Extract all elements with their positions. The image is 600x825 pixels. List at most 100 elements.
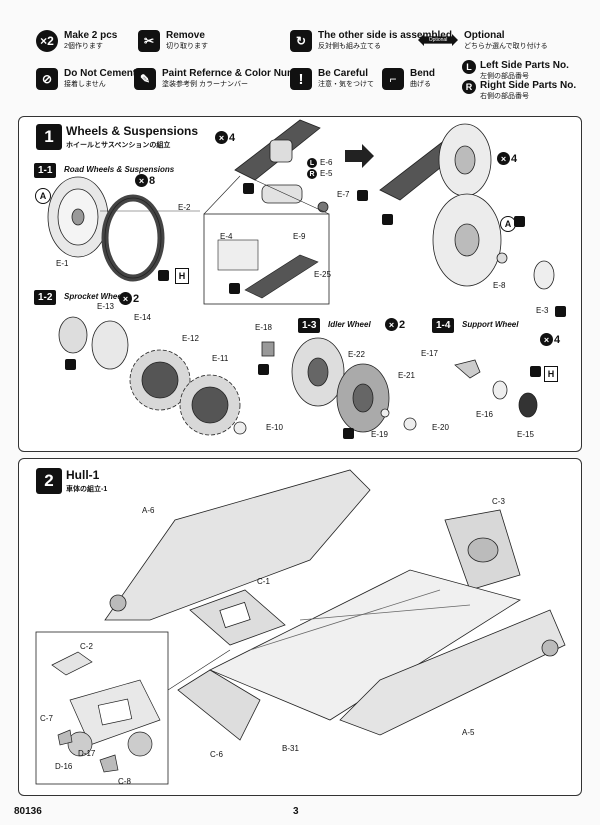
part-label: E-6 [320,158,333,167]
paint-brush-icon: ✎ [134,68,156,90]
no-cement-icon: ⊘ [36,68,58,90]
substep-1-2-number: 1-2 [34,290,57,305]
rotate-icon: ↻ [290,30,312,52]
color-a-badge-2: A [500,216,516,232]
color-h-badge-2: H [544,366,558,382]
multiplier-x8: ×8 [135,174,155,187]
suspension-drawing [234,119,329,213]
remove-icon: ✂ [138,30,160,52]
support-wheel-drawing [454,359,538,418]
part-label: B-31 [282,744,299,753]
part-label: E-16 [476,410,493,419]
substep-1-1-title: Road Wheels & Suspensions [64,165,175,174]
left-side-badge: L [307,158,317,168]
substep-1-3-title: Idler Wheel [328,320,371,329]
part-label: E-11 [212,354,229,363]
multiplier-x4-assembled: ×4 [497,152,517,165]
substep-1-3-number: 1-3 [298,318,321,333]
rotate-icon [555,306,566,317]
part-label: E-13 [97,302,114,311]
rotate-icon [514,216,525,227]
right-side-icon: R [462,80,476,94]
substep-1-4-title: Support Wheel [462,320,519,329]
no-cement-icon [65,359,76,370]
part-label: E-9 [293,232,306,241]
bend-icon: ⌐ [382,68,404,90]
part-label: E-19 [371,430,388,439]
part-label: E-25 [314,270,331,279]
step-2-title: Hull-1 [66,468,100,482]
part-label: C-1 [257,577,270,586]
assembled-suspension-drawing [379,123,555,290]
optional-arrow-icon: Optional [418,34,458,46]
part-label: A-5 [462,728,475,737]
part-label: E-2 [178,203,191,212]
make-two-icon: ×2 [36,30,58,52]
multiplier-x2-sprocket: ×2 [119,292,139,305]
exclamation-icon: ! [290,68,312,90]
road-wheel-drawing [47,176,109,258]
part-label: E-5 [320,169,333,178]
color-h-badge-1: H [175,268,189,284]
part-label: E-8 [493,281,506,290]
left-side-icon: L [462,60,476,74]
no-cement-icon [229,283,240,294]
part-label: E-15 [517,430,534,439]
substep-1-1-number: 1-1 [34,163,57,178]
part-label: E-14 [134,313,151,322]
part-label: D-16 [55,762,73,771]
part-label: E-4 [220,232,233,241]
multiplier-x4-support: ×4 [540,333,560,346]
part-label: C-6 [210,750,223,759]
right-hull-side-drawing [339,609,566,736]
part-label: E-3 [536,306,549,315]
part-label: E-21 [398,371,415,380]
part-label: D-17 [78,749,96,758]
page-number: 3 [293,806,299,817]
step-2-subtitle: 車体の組立-1 [66,486,108,493]
step-arrow-drawing [345,144,374,168]
part-label: A-6 [142,506,155,515]
part-label: C-7 [40,714,53,723]
part-label: E-12 [182,334,199,343]
substep-1-4-number: 1-4 [432,318,455,333]
idler-drawing [261,337,417,433]
step-2-number: 2 [36,468,62,494]
step-1-subtitle: ホイールとサスペンションの組立 [66,142,171,149]
legend-other-side: ↻ The other side is assembled.反対側も組み立てる [290,30,455,52]
left-hull-side-drawing [104,469,371,621]
multiplier-x4-suspension: ×4 [215,131,235,144]
no-cement-icon [243,183,254,194]
color-a-badge-1: A [35,188,51,204]
part-label: E-22 [348,350,365,359]
part-label: E-20 [432,423,449,432]
part-label: E-7 [337,190,350,199]
no-cement-icon [357,190,368,201]
no-cement-icon [382,214,393,225]
part-label: E-1 [56,259,69,268]
step-1-number: 1 [36,124,62,150]
paint-brush-icon [158,270,169,281]
right-side-badge: R [307,169,317,179]
part-label: C-2 [80,642,93,651]
no-cement-icon [343,428,354,439]
part-label: C-3 [492,497,505,506]
legend-left-side: L Left Side Parts No.左側の部品番号 [462,60,569,81]
paint-brush-icon [530,366,541,377]
front-plate-drawing [177,669,261,741]
part-label: C-8 [118,777,131,786]
product-code: 80136 [14,806,42,817]
part-label: E-17 [421,349,438,358]
part-label: E-18 [255,323,272,332]
sprocket-drawing [58,316,247,436]
